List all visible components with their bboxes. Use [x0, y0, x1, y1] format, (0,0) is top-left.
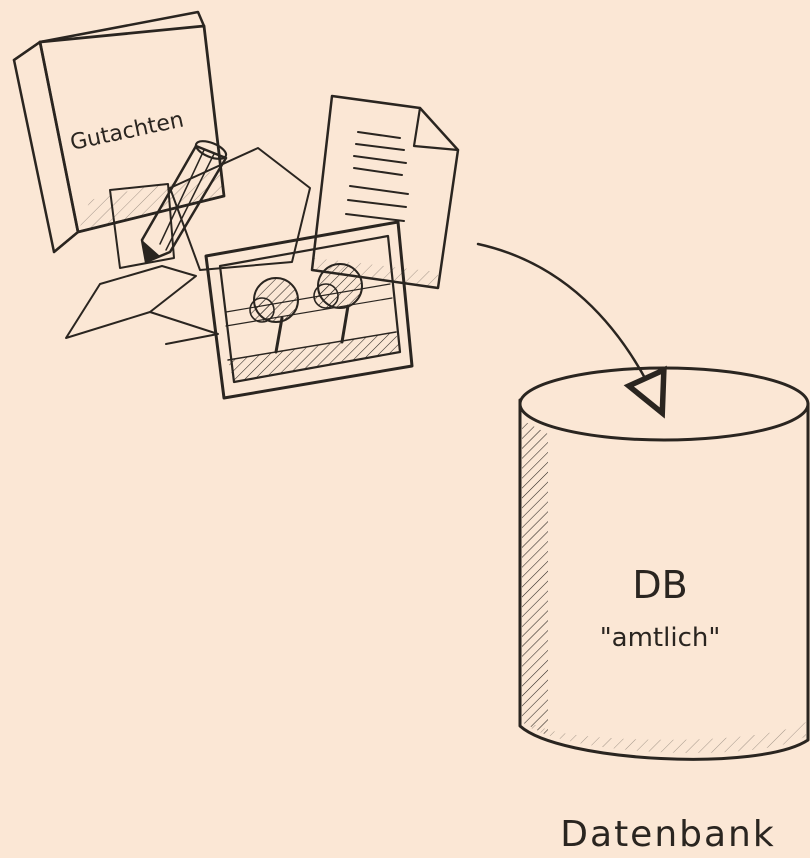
document-icon	[310, 94, 460, 290]
folded-paper-icon	[65, 147, 311, 345]
database-caption: Datenbank	[560, 814, 775, 855]
arrow-icon	[476, 242, 667, 419]
book-label: Gutachten	[68, 107, 186, 155]
photo-icon	[204, 220, 414, 400]
pencil-icon	[140, 140, 228, 264]
database-icon	[518, 366, 810, 761]
database-sublabel: "amtlich"	[600, 623, 721, 653]
database-label: DB	[632, 563, 687, 607]
